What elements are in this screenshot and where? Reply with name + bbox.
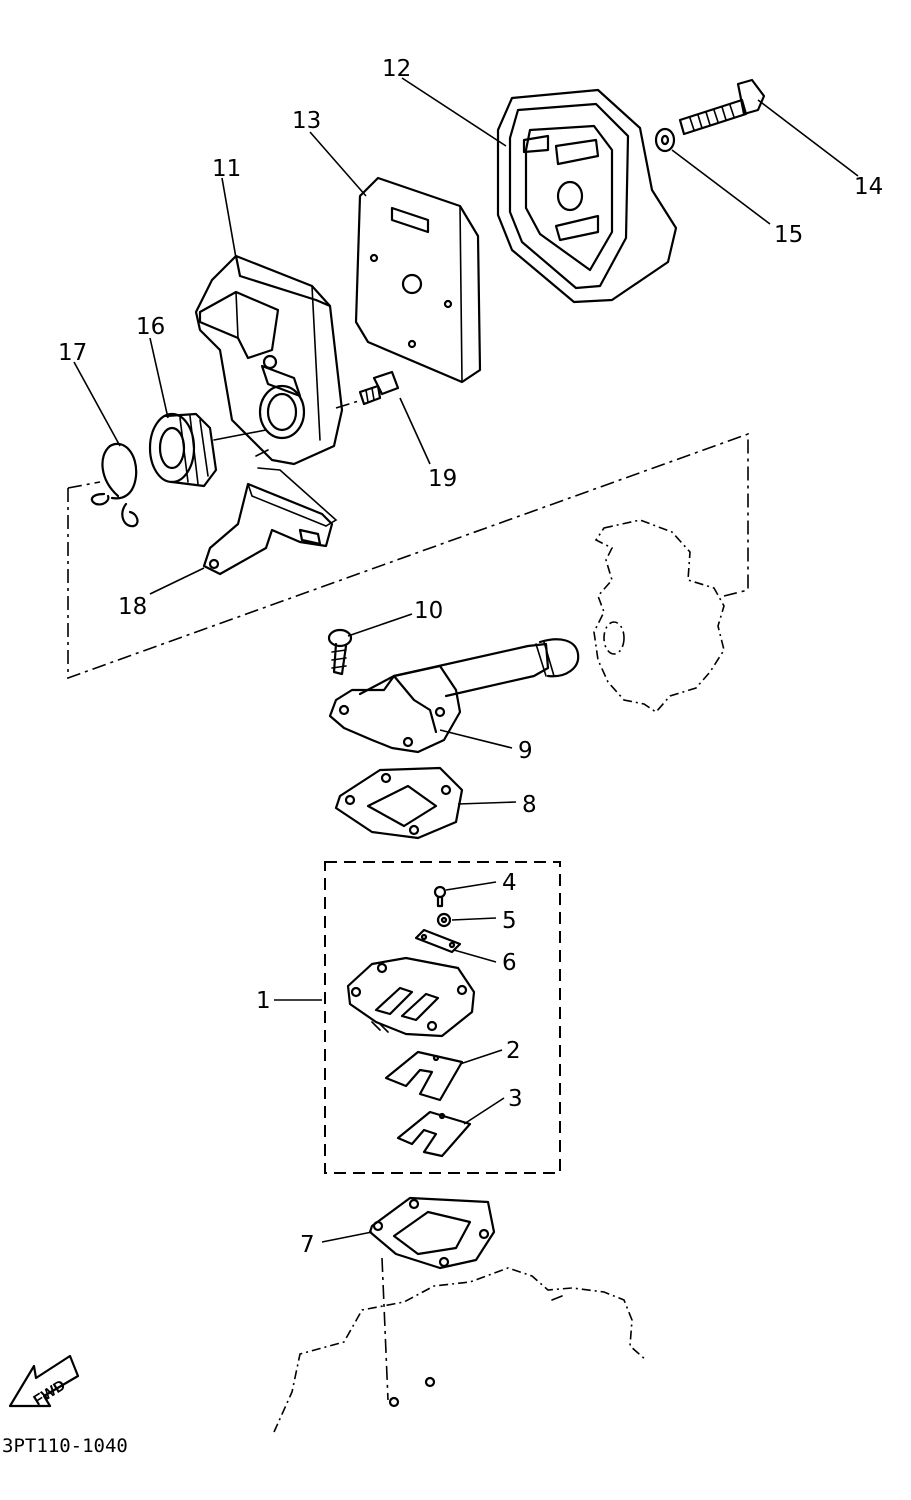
air-filter-case-cover	[496, 88, 678, 304]
assembly-guide-line	[255, 449, 338, 527]
assembly-reference-line	[67, 432, 749, 680]
screw-19	[358, 370, 400, 406]
stopper-plate-6	[414, 928, 462, 954]
carburetor-port	[603, 621, 625, 655]
assembly-guide-line	[213, 429, 267, 441]
callout-10: 10	[414, 598, 443, 624]
intake-manifold	[328, 638, 580, 754]
callout-4: 4	[502, 870, 517, 896]
screw-10	[327, 628, 353, 676]
callout-14: 14	[854, 174, 883, 200]
reed-valve-assembly-box	[324, 861, 561, 1174]
callout-13: 13	[292, 108, 321, 134]
callout-11: 11	[212, 156, 241, 182]
callout-5: 5	[502, 908, 517, 934]
forward-direction-arrow: FWD	[8, 1354, 80, 1409]
assembly-reference-line	[381, 1257, 389, 1401]
callout-9: 9	[518, 738, 533, 764]
carburetor-outline	[593, 519, 725, 714]
clip-17	[90, 442, 139, 528]
gasket-8	[334, 766, 464, 840]
mounting-point	[388, 1396, 400, 1408]
reed-valve-body	[346, 956, 476, 1038]
washer-15	[654, 127, 676, 153]
screw-4	[433, 885, 447, 908]
callout-18: 18	[118, 594, 147, 620]
callout-8: 8	[522, 792, 537, 818]
gasket-7	[368, 1196, 496, 1270]
callout-12: 12	[382, 56, 411, 82]
mounting-point	[424, 1376, 436, 1388]
bolt-14	[678, 78, 766, 136]
callout-3: 3	[508, 1086, 523, 1112]
air-filter-case	[194, 254, 344, 466]
callout-19: 19	[428, 466, 457, 492]
bracket-18	[202, 482, 334, 576]
callout-15: 15	[774, 222, 803, 248]
callout-6: 6	[502, 950, 517, 976]
joint-16	[148, 412, 218, 488]
callout-labels: 1 2 3 4 5 6 7 8 9 10 11 12 13 14 15 16 1…	[58, 56, 883, 1258]
reed-petal-2	[384, 1050, 464, 1102]
assembly-reference-line	[67, 481, 101, 489]
diagram-code: 3PT110-1040	[2, 1435, 128, 1457]
callout-7: 7	[300, 1232, 315, 1258]
callout-2: 2	[506, 1038, 521, 1064]
washer-5	[436, 912, 452, 928]
filter-element	[354, 176, 482, 384]
crankcase-outline	[273, 1267, 647, 1433]
callout-16: 16	[136, 314, 165, 340]
crankcase-mark	[551, 1295, 563, 1301]
callout-1: 1	[256, 988, 271, 1014]
reed-stopper-3	[396, 1110, 472, 1158]
leader-lines	[73, 77, 859, 1243]
assembly-reference-line	[335, 399, 363, 409]
callout-17: 17	[58, 340, 87, 366]
